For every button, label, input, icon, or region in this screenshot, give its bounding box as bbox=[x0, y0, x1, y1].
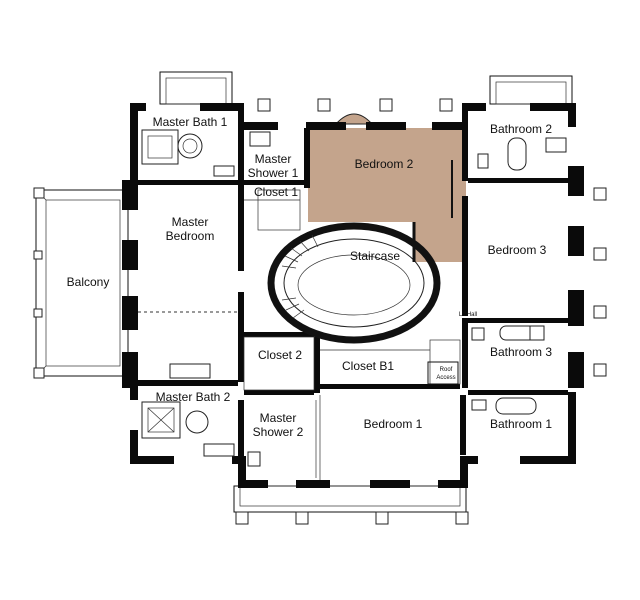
decorative-piers bbox=[235, 98, 607, 525]
label-master-shower-2-line2: Shower 2 bbox=[253, 425, 304, 439]
label-linen-hall: LinHall bbox=[459, 312, 477, 318]
bathroom-fixtures bbox=[141, 129, 567, 467]
porch-top-right bbox=[489, 75, 573, 105]
label-master-bedroom-line2: Bedroom bbox=[166, 229, 215, 243]
balcony-area[interactable] bbox=[33, 187, 129, 379]
label-roof-access-line1: Roof bbox=[440, 367, 453, 373]
porch-top-left bbox=[159, 71, 233, 105]
bedroom-2-highlight[interactable] bbox=[308, 128, 466, 262]
label-closet-1: Closet 1 bbox=[254, 185, 298, 199]
label-master-shower-2-line1: Master bbox=[260, 411, 297, 425]
label-bathroom-1: Bathroom 1 bbox=[490, 417, 552, 431]
label-bathroom-2: Bathroom 2 bbox=[490, 122, 552, 136]
label-master-bath-1: Master Bath 1 bbox=[153, 115, 228, 129]
label-bathroom-3: Bathroom 3 bbox=[490, 345, 552, 359]
label-staircase: Staircase bbox=[350, 249, 400, 263]
room-labels: Master Bath 1 Master Shower 1 Bedroom 2 … bbox=[67, 115, 553, 439]
label-bedroom-3: Bedroom 3 bbox=[488, 243, 547, 257]
exterior-walls bbox=[122, 103, 584, 488]
interior-details bbox=[138, 160, 461, 480]
interior-walls bbox=[138, 111, 568, 460]
label-closet-b1: Closet B1 bbox=[342, 359, 394, 373]
label-master-shower-1-line1: Master bbox=[255, 152, 292, 166]
label-master-bedroom-line1: Master bbox=[172, 215, 209, 229]
porch-bottom bbox=[233, 485, 467, 513]
label-master-shower-1-line2: Shower 1 bbox=[248, 166, 299, 180]
label-bedroom-1: Bedroom 1 bbox=[364, 417, 423, 431]
label-balcony: Balcony bbox=[67, 275, 110, 289]
label-bedroom-2[interactable]: Bedroom 2 bbox=[355, 157, 414, 171]
label-roof-access-line2: Access bbox=[436, 375, 455, 381]
staircase[interactable] bbox=[267, 222, 441, 344]
label-master-bath-2: Master Bath 2 bbox=[156, 390, 231, 404]
label-closet-2: Closet 2 bbox=[258, 348, 302, 362]
